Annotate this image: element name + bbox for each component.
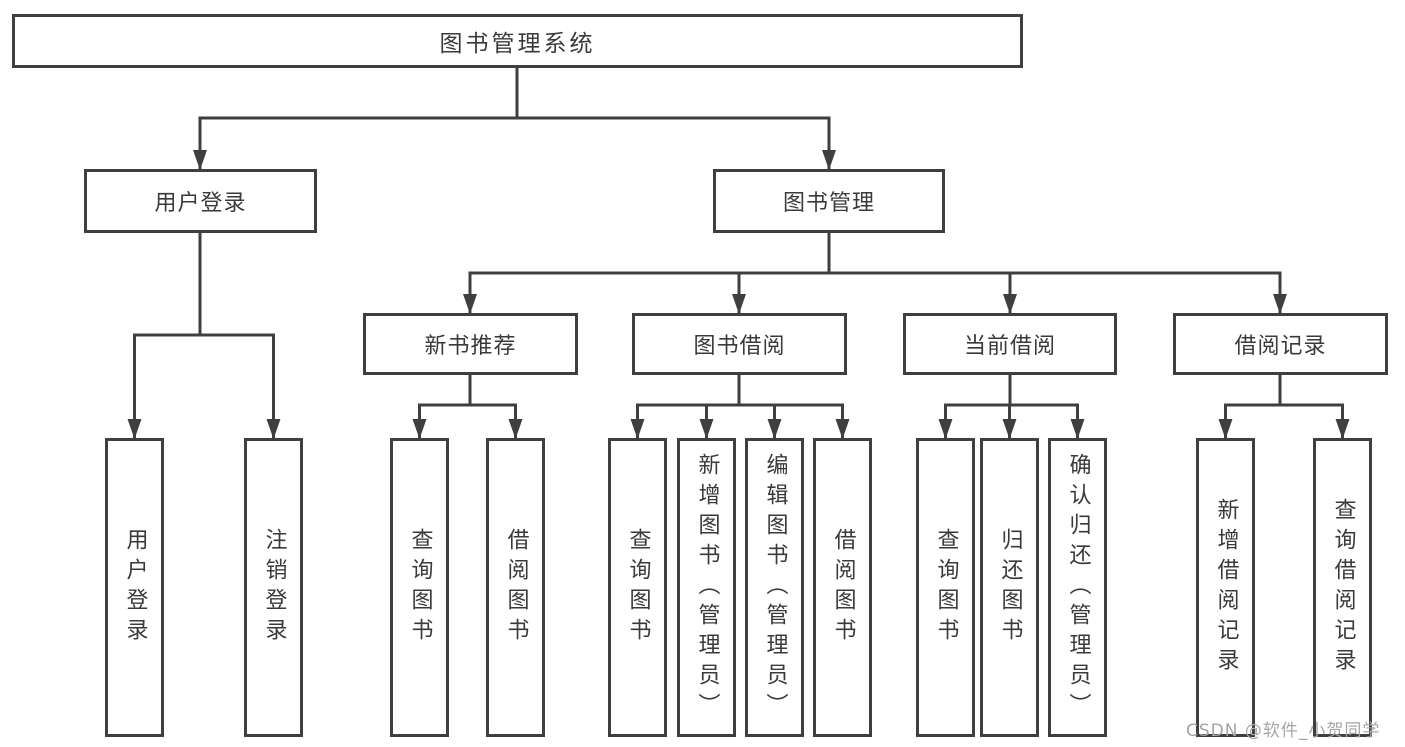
leaf-record-add: 新增借阅记录 [1196, 438, 1255, 737]
node-current-borrow: 当前借阅 [903, 313, 1117, 375]
node-borrow-records: 借阅记录 [1173, 313, 1388, 375]
node-root-label: 图书管理系统 [439, 31, 596, 57]
node-borrow-records-label: 借阅记录 [1234, 334, 1327, 359]
leaf-newbook-borrow: 借阅图书 [486, 438, 545, 737]
csdn-watermark: CSDN @软件_小贺同学 [1186, 721, 1381, 741]
leaf-newbook-borrow-label: 借阅图书 [503, 527, 529, 648]
node-root: 图书管理系统 [12, 14, 1023, 68]
leaf-user-login-label: 用户登录 [122, 527, 148, 648]
leaf-current-query-label: 查询图书 [933, 527, 959, 648]
leaf-record-query-label: 查询借阅记录 [1330, 497, 1356, 678]
leaf-current-query: 查询图书 [916, 438, 975, 737]
leaf-borrow-borrow-label: 借阅图书 [830, 527, 856, 648]
leaf-logout: 注销登录 [244, 438, 303, 737]
leaf-record-add-label: 新增借阅记录 [1213, 497, 1239, 678]
leaf-current-return: 归还图书 [980, 438, 1039, 737]
node-book-borrow: 图书借阅 [632, 313, 847, 375]
leaf-record-query: 查询借阅记录 [1313, 438, 1372, 737]
node-new-book: 新书推荐 [363, 313, 578, 375]
leaf-newbook-query-label: 查询图书 [407, 527, 433, 648]
leaf-newbook-query: 查询图书 [390, 438, 449, 737]
leaf-borrow-add-label: 新增图书（管理员） [694, 452, 720, 723]
leaf-logout-label: 注销登录 [261, 527, 287, 648]
leaf-current-confirm-label: 确认归还（管理员） [1065, 452, 1091, 723]
node-current-borrow-label: 当前借阅 [963, 334, 1056, 359]
leaf-borrow-add: 新增图书（管理员） [677, 438, 736, 737]
node-book-mgmt-label: 图书管理 [782, 191, 875, 216]
leaf-user-login: 用户登录 [105, 438, 164, 737]
leaf-current-confirm: 确认归还（管理员） [1048, 438, 1107, 737]
leaf-borrow-query-label: 查询图书 [625, 527, 651, 648]
leaf-borrow-edit: 编辑图书（管理员） [745, 438, 804, 737]
leaf-current-return-label: 归还图书 [997, 527, 1023, 648]
node-user-login: 用户登录 [84, 169, 317, 233]
leaf-borrow-query: 查询图书 [608, 438, 667, 737]
node-new-book-label: 新书推荐 [424, 334, 517, 359]
node-user-login-label: 用户登录 [154, 191, 247, 216]
node-book-borrow-label: 图书借阅 [693, 334, 786, 359]
node-book-mgmt: 图书管理 [713, 169, 945, 233]
leaf-borrow-borrow: 借阅图书 [813, 438, 872, 737]
leaf-borrow-edit-label: 编辑图书（管理员） [762, 452, 788, 723]
